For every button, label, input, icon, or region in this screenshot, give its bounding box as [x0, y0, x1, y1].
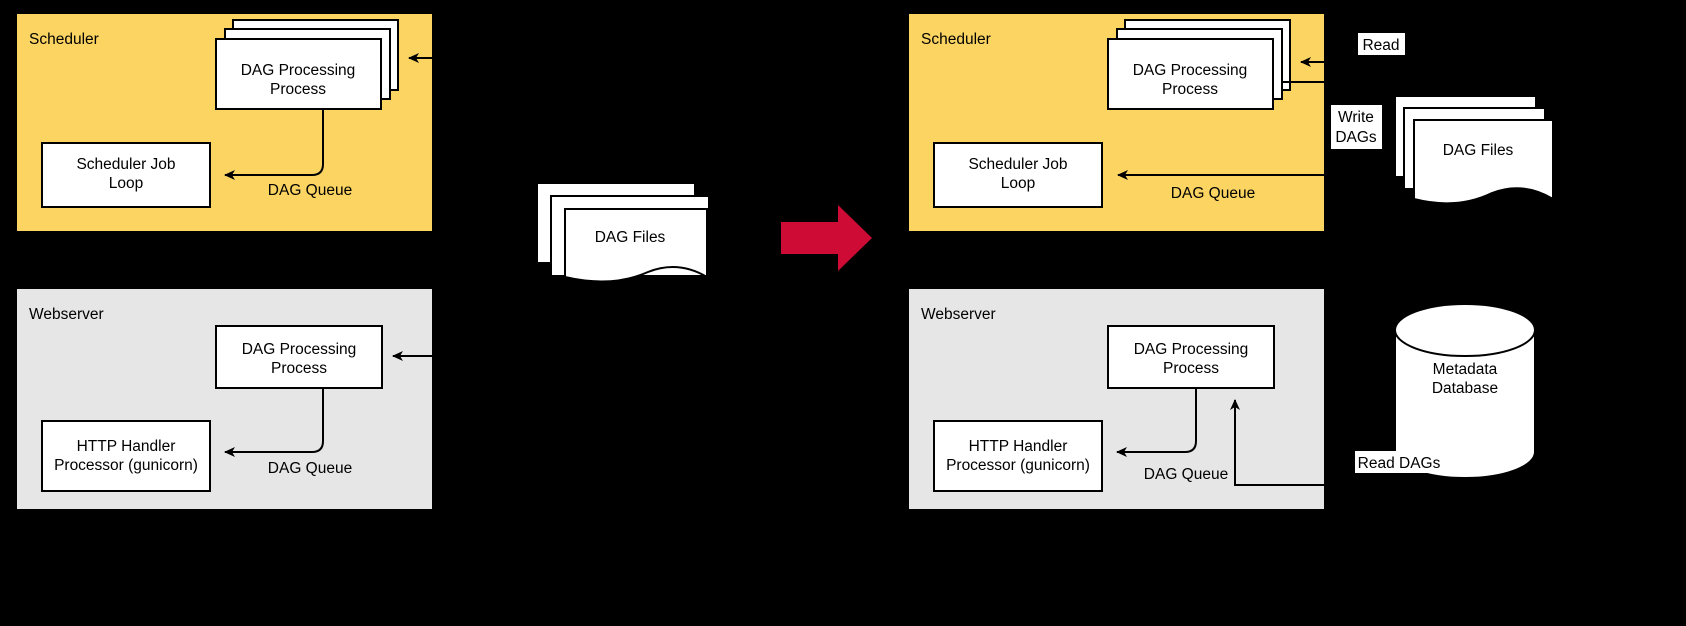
left-webserver-http-handler-label-2: Processor (gunicorn): [54, 457, 198, 474]
write-dags-label-background: [1331, 105, 1382, 149]
left-scheduler-dag-process-label-2: Process: [270, 81, 326, 98]
right-webserver-read-dags-connector: [1230, 399, 1325, 486]
left-scheduler-dag-queue-connector: [224, 109, 324, 180]
right-scheduler-job-loop-label-1: Scheduler Job: [968, 156, 1067, 173]
middle-dag-files-document: [564, 208, 708, 283]
right-dag-files-label: DAG Files: [1443, 142, 1514, 159]
right-webserver-dag-processing-process[interactable]: [1107, 325, 1275, 389]
left-scheduler-job-loop-label-1: Scheduler Job: [76, 156, 175, 173]
right-webserver-dag-queue-label: DAG Queue: [1144, 466, 1228, 483]
right-scheduler-job-loop-label-2: Loop: [1001, 175, 1035, 192]
right-scheduler-dag-process-label-2: Process: [1162, 81, 1218, 98]
left-webserver-http-handler-label-1: HTTP Handler: [77, 438, 176, 455]
right-webserver-http-handler-label-2: Processor (gunicorn): [946, 457, 1090, 474]
middle-dag-files-label: DAG Files: [595, 229, 666, 246]
right-scheduler-job-loop[interactable]: [933, 142, 1103, 208]
left-scheduler-dag-queue-label: DAG Queue: [268, 182, 352, 199]
left-webserver-dag-queue-label: DAG Queue: [268, 460, 352, 477]
left-webserver-zone-label: Webserver: [29, 306, 104, 323]
left-webserver-http-handler[interactable]: [41, 420, 211, 492]
right-scheduler-dag-queue-label: DAG Queue: [1171, 185, 1255, 202]
left-webserver-dag-processing-process[interactable]: [215, 325, 383, 389]
right-webserver-dag-queue-connector: [1116, 388, 1197, 457]
left-scheduler-job-loop-label-2: Loop: [109, 175, 143, 192]
left-scheduler-zone-label: Scheduler: [29, 31, 99, 48]
left-scheduler-job-loop[interactable]: [41, 142, 211, 208]
edge-label-write-dags-1: Write: [1338, 109, 1374, 126]
edge-label-write-dags-2: DAGs: [1335, 129, 1377, 146]
metadata-database-label-2: Database: [1432, 380, 1498, 397]
right-webserver-zone-label: Webserver: [921, 306, 996, 323]
left-scheduler-dag-processing-process[interactable]: [215, 38, 382, 110]
left-webserver-dag-process-label-2: Process: [271, 360, 327, 377]
left-webserver-dag-process-label-1: DAG Processing: [242, 341, 357, 358]
right-webserver-dag-process-label-2: Process: [1163, 360, 1219, 377]
right-dag-files-document: [1413, 119, 1554, 205]
read-dags-label-background: [1355, 451, 1444, 473]
left-webserver-dag-queue-connector: [224, 388, 324, 457]
edge-label-read: Read: [1362, 37, 1399, 54]
read-label-background: [1358, 33, 1405, 55]
right-webserver-dag-process-label-1: DAG Processing: [1134, 341, 1249, 358]
right-scheduler-dag-process-label-1: DAG Processing: [1133, 62, 1248, 79]
metadata-database-label-1: Metadata: [1433, 361, 1498, 378]
right-scheduler-dag-processing-process[interactable]: [1107, 38, 1274, 110]
transition-right-arrow: [781, 205, 872, 271]
right-webserver-http-handler-label-1: HTTP Handler: [969, 438, 1068, 455]
right-scheduler-zone-label: Scheduler: [921, 31, 991, 48]
left-scheduler-dag-process-label-1: DAG Processing: [241, 62, 356, 79]
right-webserver-http-handler[interactable]: [933, 420, 1103, 492]
edge-label-read-dags: Read DAGs: [1358, 455, 1441, 472]
metadata-database-top: [1394, 303, 1536, 357]
